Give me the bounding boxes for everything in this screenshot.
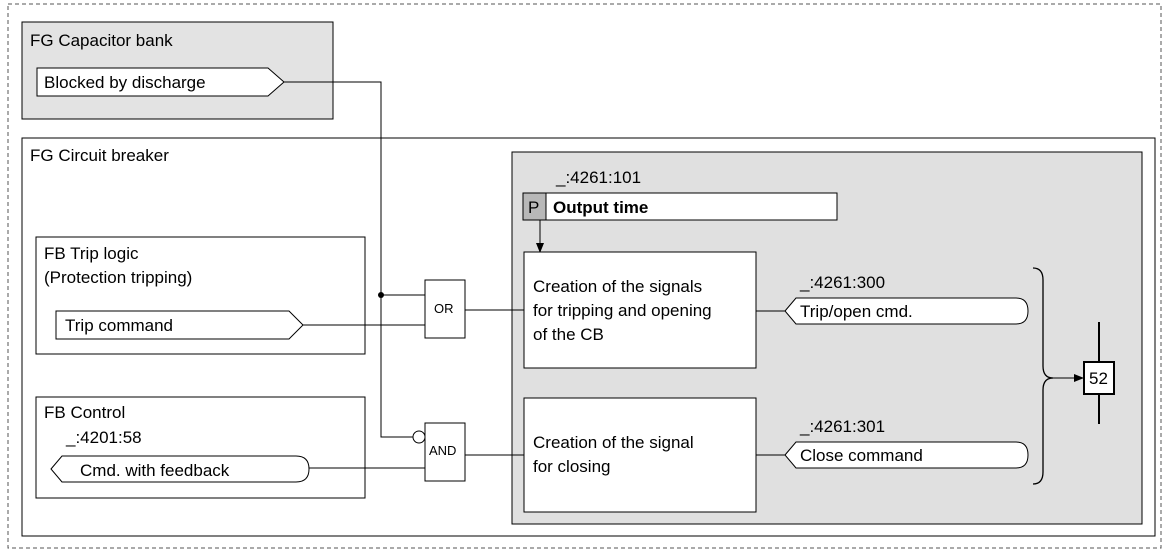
- blocked-by-discharge-label: Blocked by discharge: [44, 73, 206, 92]
- and-gate-label: AND: [429, 443, 456, 458]
- close-output-address: _:4261:301: [799, 417, 885, 436]
- trip-creation-line-1: Creation of the signals: [533, 277, 702, 296]
- close-creation-text: Creation of the signal for closing: [533, 433, 698, 476]
- control-title: FB Control: [44, 403, 125, 422]
- output-time-label: Output time: [553, 198, 648, 217]
- and-gate-inverter: [412, 430, 426, 444]
- block-signal-wire: [284, 81, 413, 438]
- trip-creation-text: Creation of the signals for tripping and…: [533, 277, 716, 344]
- trip-command-input-shape: [55, 310, 304, 340]
- trip-output-shape: [784, 297, 1029, 325]
- close-output-shape: [784, 441, 1029, 469]
- param-marker-box: [522, 192, 547, 221]
- trip-creation-block: [523, 251, 757, 369]
- control-address: _:4201:58: [65, 428, 142, 447]
- breaker-number: 52: [1089, 369, 1108, 388]
- output-time-box: [522, 192, 838, 221]
- trip-creation-line-2: for tripping and opening: [533, 301, 712, 320]
- close-creation-line-2: for closing: [533, 457, 610, 476]
- close-creation-block: [523, 397, 757, 513]
- or-gate-label: OR: [434, 301, 454, 316]
- junction-dot: [378, 292, 384, 298]
- circuit-breaker-title: FG Circuit breaker: [30, 146, 169, 165]
- capacitor-bank-title: FG Capacitor bank: [30, 31, 173, 50]
- trip-output-label: Trip/open cmd.: [800, 302, 913, 321]
- trip-logic-title: FB Trip logic (Protection tripping): [44, 244, 192, 287]
- blocked-by-discharge-output-shape: [36, 67, 285, 97]
- close-creation-line-1: Creation of the signal: [533, 433, 694, 452]
- cmd-feedback-input-shape: [50, 455, 310, 483]
- and-gate: [424, 422, 466, 482]
- capacitor-bank-group: FG Capacitor bank Blocked by discharge: [21, 21, 334, 120]
- close-output-label: Close command: [800, 446, 923, 465]
- trip-logic-title-line-1: FB Trip logic: [44, 244, 139, 263]
- outer-dashed-frame: [7, 3, 1162, 549]
- param-marker: P: [528, 198, 539, 217]
- trip-output-address: _:4261:300: [799, 273, 885, 292]
- output-time-address: _:4261:101: [555, 168, 641, 187]
- trip-logic-title-line-2: (Protection tripping): [44, 268, 192, 287]
- trip-logic-group: FB Trip logic (Protection tripping) Trip…: [35, 236, 366, 355]
- trip-command-label: Trip command: [65, 316, 173, 335]
- breaker-symbol: [1083, 361, 1115, 395]
- cmd-feedback-label: Cmd. with feedback: [80, 461, 230, 480]
- trip-creation-line-3: of the CB: [533, 325, 604, 344]
- control-group: FB Control _:4201:58 Cmd. with feedback: [35, 396, 366, 499]
- or-gate: [424, 279, 466, 339]
